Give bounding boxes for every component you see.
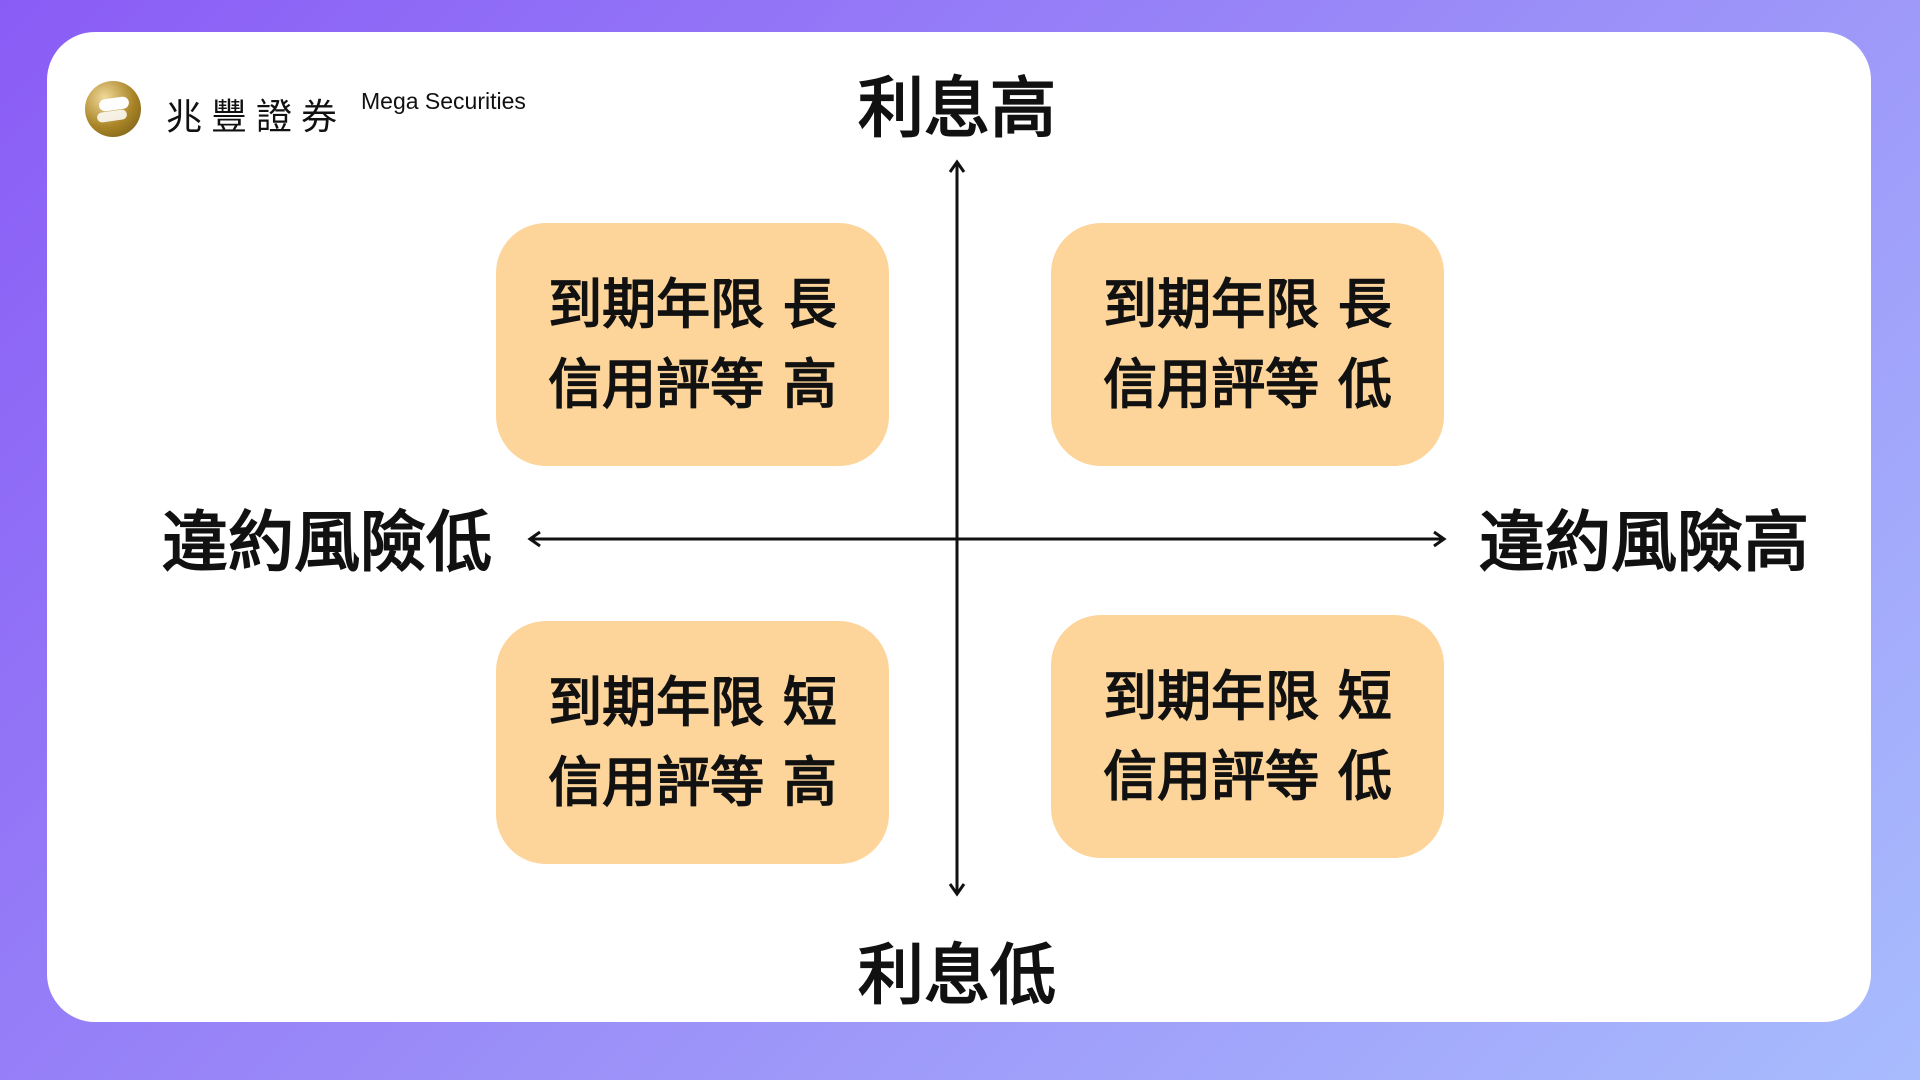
quadrant-line1: 到期年限 短 (548, 670, 837, 734)
quadrant-line1: 到期年限 長 (548, 272, 837, 336)
axis-label-bottom: 利息低 (858, 937, 1056, 1014)
quadrant-top-right: 到期年限 長 信用評等 低 (1051, 223, 1444, 466)
axis-label-top: 利息高 (858, 70, 1056, 147)
arrow-left-icon (527, 530, 541, 548)
mega-logo-icon (85, 81, 141, 137)
quadrant-top-left: 到期年限 長 信用評等 高 (496, 223, 889, 466)
quadrant-line2: 信用評等 低 (1103, 352, 1392, 416)
quadrant-bottom-right: 到期年限 短 信用評等 低 (1051, 615, 1444, 858)
brand-name-zh: 兆豐證券 (166, 97, 347, 138)
quadrant-bottom-left: 到期年限 短 信用評等 高 (496, 621, 889, 864)
axis-label-left: 違約風險低 (162, 504, 492, 581)
quadrant-line1: 到期年限 短 (1103, 664, 1392, 728)
axis-label-right: 違約風險高 (1479, 504, 1809, 581)
card (47, 32, 1871, 1022)
arrow-up-icon (948, 159, 966, 173)
quadrant-line2: 信用評等 高 (548, 352, 837, 416)
quadrant-line2: 信用評等 高 (548, 750, 837, 814)
arrow-right-icon (1433, 530, 1447, 548)
quadrant-line1: 到期年限 長 (1103, 272, 1392, 336)
quadrant-line2: 信用評等 低 (1103, 744, 1392, 808)
brand-name-en: Mega Securities (361, 88, 526, 114)
arrow-down-icon (948, 883, 966, 897)
